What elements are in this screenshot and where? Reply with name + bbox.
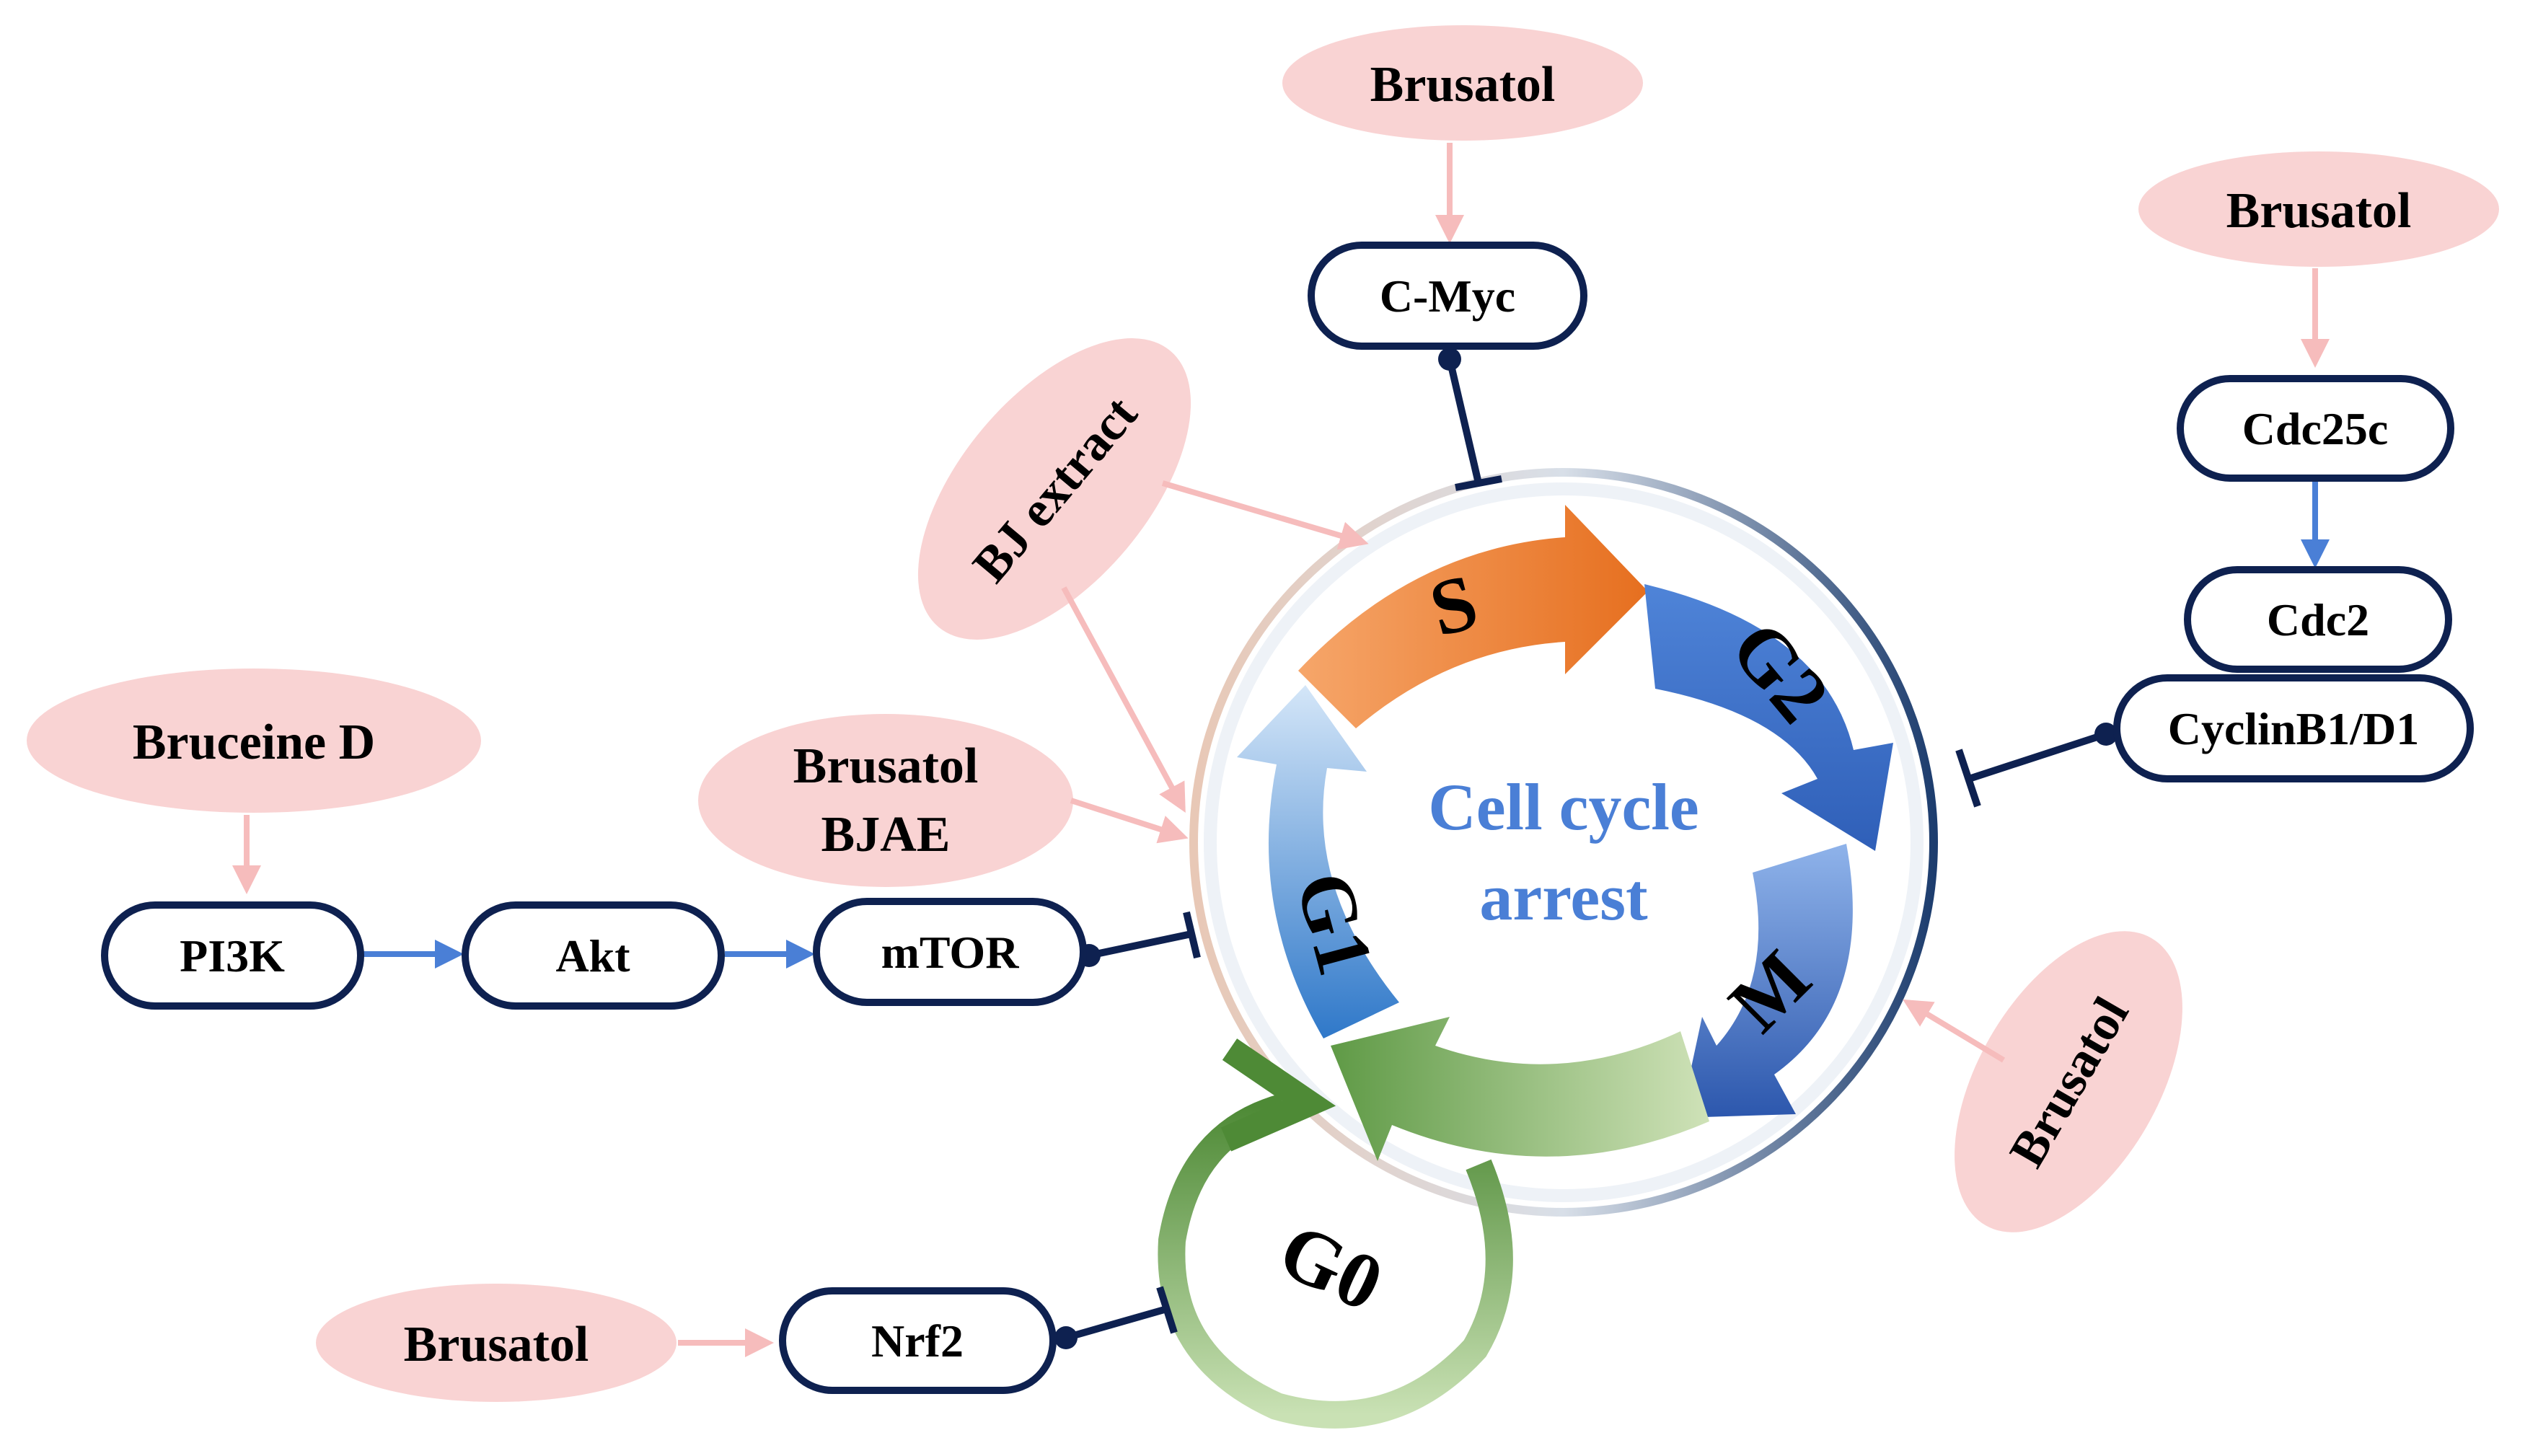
svg-text:Bruceine D: Bruceine D [133, 715, 375, 770]
svg-text:Brusatol: Brusatol [793, 738, 979, 794]
drug-top-right-brusatol: Brusatol [2138, 151, 2499, 267]
drug-brusatol-bjae: Brusatol BJAE [698, 714, 1073, 887]
drug-bj-extract: BJ extract [917, 338, 1191, 640]
drug-bottom-brusatol: Brusatol [316, 1284, 677, 1402]
svg-text:PI3K: PI3K [180, 930, 285, 981]
node-cdc25c: Cdc25c [2177, 375, 2454, 482]
drug-bruceine-d: Bruceine D [27, 669, 481, 813]
phase-return-arrow [1331, 1017, 1709, 1161]
svg-text:Brusatol: Brusatol [1370, 57, 1556, 112]
drug-right-lower-brusatol: Brusatol [1955, 931, 2182, 1232]
center-title-line2: arrest [1479, 860, 1648, 934]
phase-g1-arrow [1237, 685, 1399, 1038]
svg-text:C-Myc: C-Myc [1380, 270, 1515, 322]
phase-m-arrow [1680, 844, 1853, 1118]
svg-text:Cdc25c: Cdc25c [2242, 403, 2389, 454]
svg-text:mTOR: mTOR [881, 927, 1020, 978]
node-cyclin: CyclinB1/D1 [2113, 674, 2474, 782]
node-mtor: mTOR [813, 898, 1087, 1006]
svg-text:CyclinB1/D1: CyclinB1/D1 [2168, 703, 2419, 754]
node-akt: Akt [462, 901, 725, 1010]
svg-text:Akt: Akt [555, 930, 630, 981]
phase-g0-label: G0 [1266, 1205, 1396, 1328]
node-cdc2: Cdc2 [2184, 566, 2452, 673]
svg-text:Brusatol: Brusatol [2226, 183, 2412, 239]
svg-text:Cdc2: Cdc2 [2267, 594, 2369, 645]
node-cmyc: C-Myc [1308, 242, 1587, 350]
drug-top-brusatol: Brusatol [1282, 25, 1643, 141]
phase-g0-loop [1158, 1093, 1513, 1429]
svg-text:Brusatol: Brusatol [404, 1317, 589, 1372]
center-title-line1: Cell cycle [1428, 770, 1698, 844]
node-pi3k: PI3K [101, 901, 364, 1010]
drug-arrows [232, 143, 2330, 1357]
svg-text:BJAE: BJAE [821, 807, 951, 862]
node-nrf2: Nrf2 [779, 1287, 1057, 1394]
phase-g2-arrow [1644, 584, 1893, 851]
phase-s-arrow [1298, 505, 1648, 728]
activation-arrows [362, 480, 2330, 969]
svg-text:Nrf2: Nrf2 [871, 1315, 964, 1367]
g0-arrowhead [1220, 1038, 1336, 1152]
